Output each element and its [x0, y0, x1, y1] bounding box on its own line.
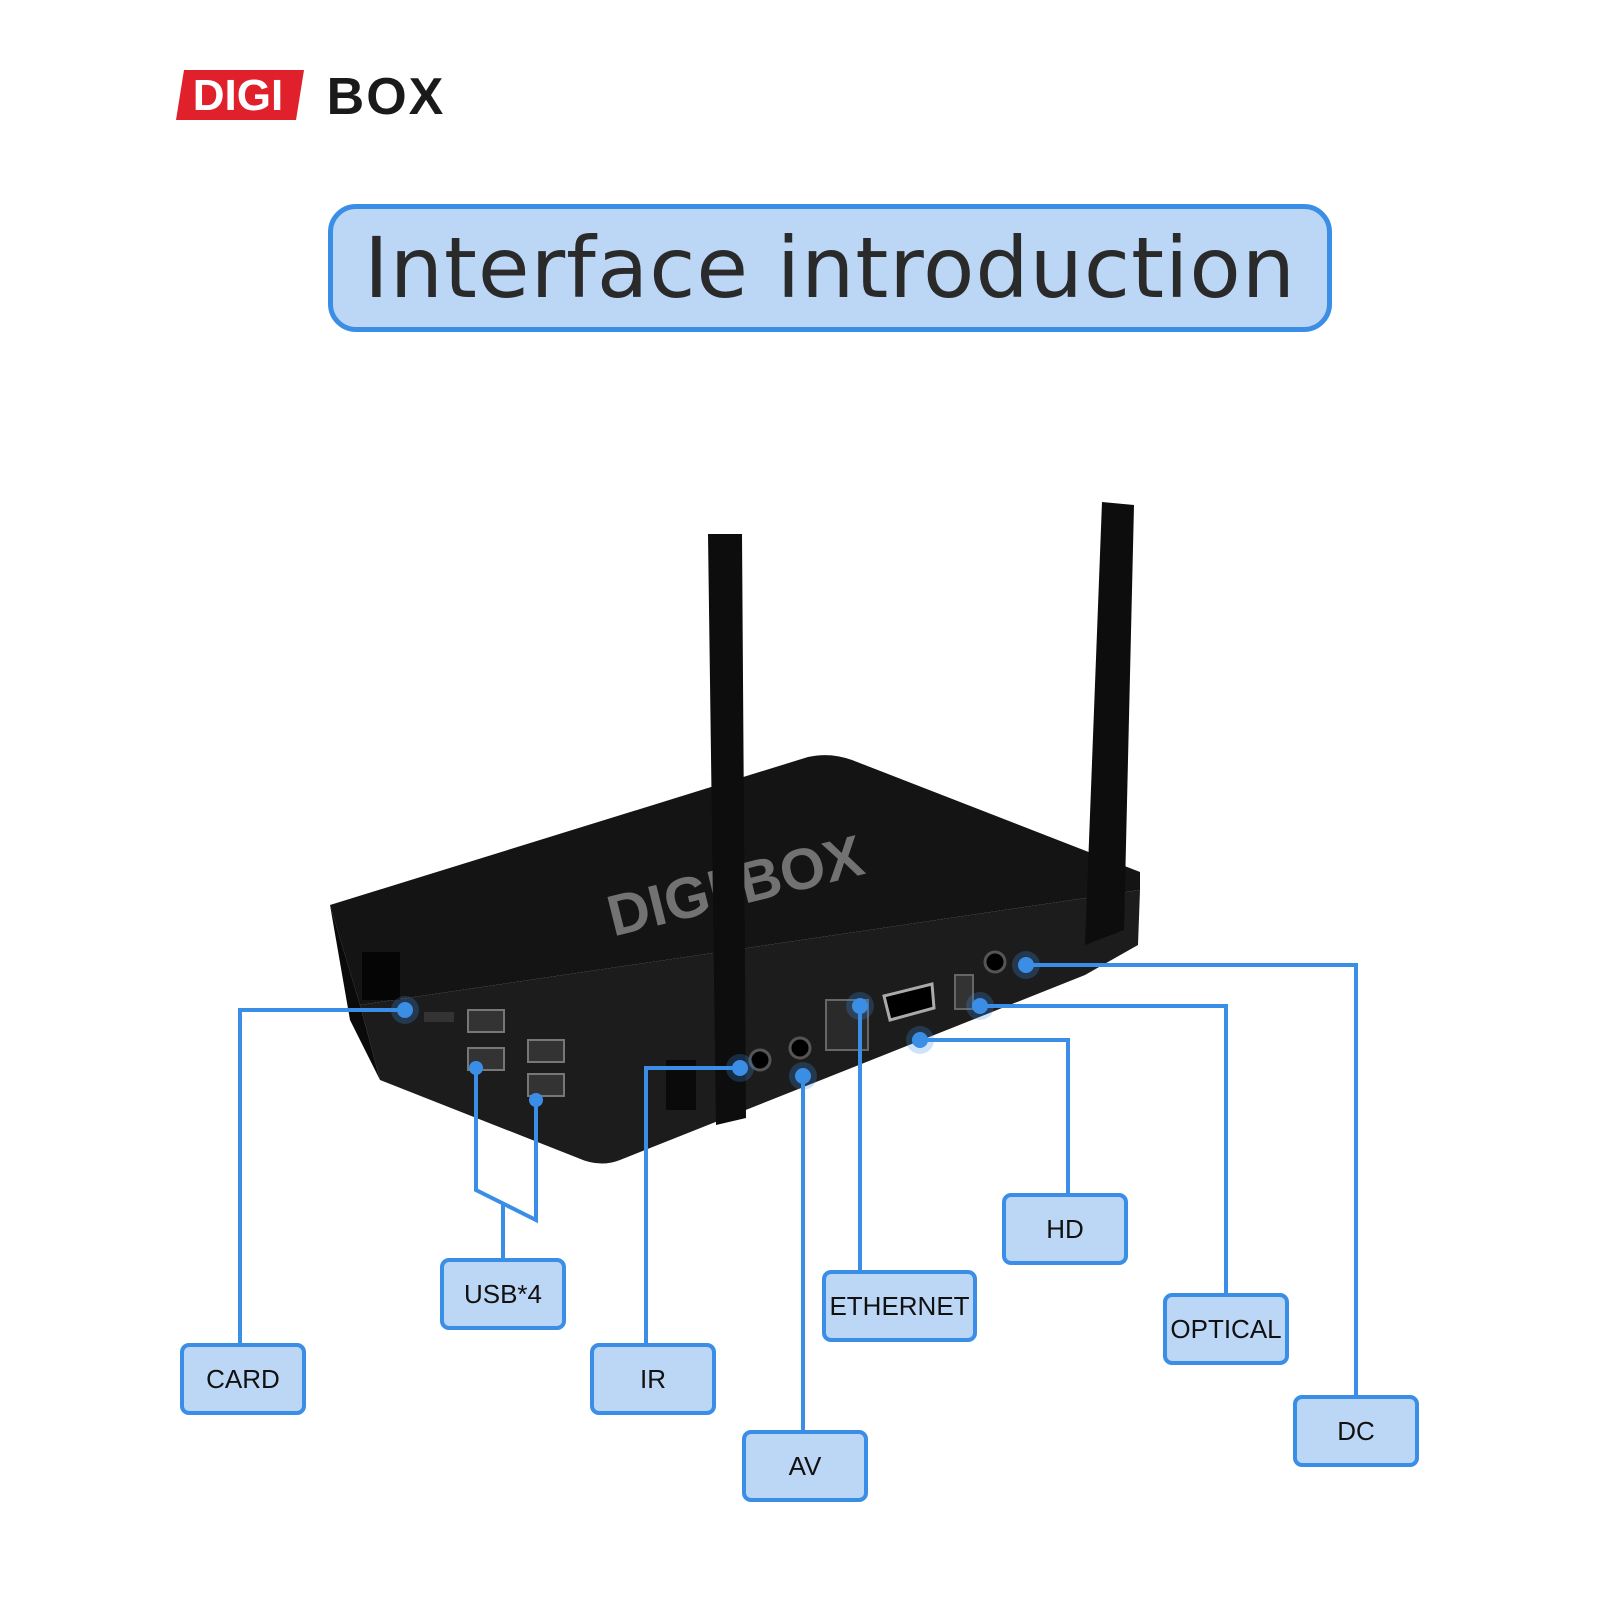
marker-card [397, 1002, 413, 1018]
marker-dc [1018, 957, 1034, 973]
marker-optical [972, 998, 988, 1014]
label-usb: USB*4 [440, 1258, 566, 1330]
optical-port [954, 974, 974, 1010]
connector-optical [980, 1004, 1228, 1293]
logo-box-text: BOX [327, 68, 446, 126]
label-optical-text: OPTICAL [1170, 1313, 1282, 1344]
connector-card [238, 1008, 405, 1343]
label-usb-text: USB*4 [463, 1278, 543, 1309]
label-av: AV [742, 1430, 868, 1502]
label-ethernet: ETHERNET [822, 1270, 977, 1342]
usb-port-4 [527, 1073, 565, 1097]
connector-usb-bracket [474, 1068, 538, 1224]
antenna-left [708, 534, 746, 1125]
marker-usb-1 [469, 1061, 483, 1075]
label-hd: HD [1002, 1193, 1128, 1265]
label-hd-text: HD [1046, 1213, 1084, 1244]
label-card-text: CARD [206, 1363, 280, 1394]
label-optical: OPTICAL [1163, 1293, 1289, 1365]
marker-hd [912, 1032, 928, 1048]
port-markers [391, 951, 1040, 1107]
device-left-side [330, 905, 380, 1080]
antenna-right [1085, 502, 1134, 945]
label-dc-text: DC [1337, 1415, 1375, 1446]
label-ethernet-text: ETHERNET [829, 1290, 970, 1321]
label-card: CARD [180, 1343, 306, 1415]
card-slot-recess [362, 952, 400, 1000]
marker-ir [732, 1060, 748, 1076]
connector-hd [920, 1038, 1070, 1193]
connector-dc [1026, 963, 1358, 1395]
logo-digi-text: DIGI [193, 71, 283, 120]
brand-logo: DIGI BOX [176, 68, 446, 126]
usb-port-1 [467, 1009, 505, 1033]
marker-usb-2 [529, 1093, 543, 1107]
card-slot [424, 1012, 454, 1022]
label-av-text: AV [788, 1450, 822, 1481]
marker-ethernet [852, 998, 868, 1014]
label-ir: IR [590, 1343, 716, 1415]
usb-port-3 [527, 1039, 565, 1063]
label-ir-text: IR [640, 1363, 666, 1394]
connector-ir [644, 1066, 740, 1343]
connector-lines [238, 963, 1358, 1430]
page-title: Interface introduction [363, 219, 1296, 317]
label-dc: DC [1293, 1395, 1419, 1467]
marker-av [795, 1068, 811, 1084]
hd-port [882, 982, 936, 1022]
title-banner: Interface introduction [328, 204, 1332, 332]
ir-jack [748, 1048, 772, 1072]
logo-red-plate [176, 70, 304, 120]
dc-jack [983, 950, 1007, 974]
av-jack [788, 1036, 812, 1060]
